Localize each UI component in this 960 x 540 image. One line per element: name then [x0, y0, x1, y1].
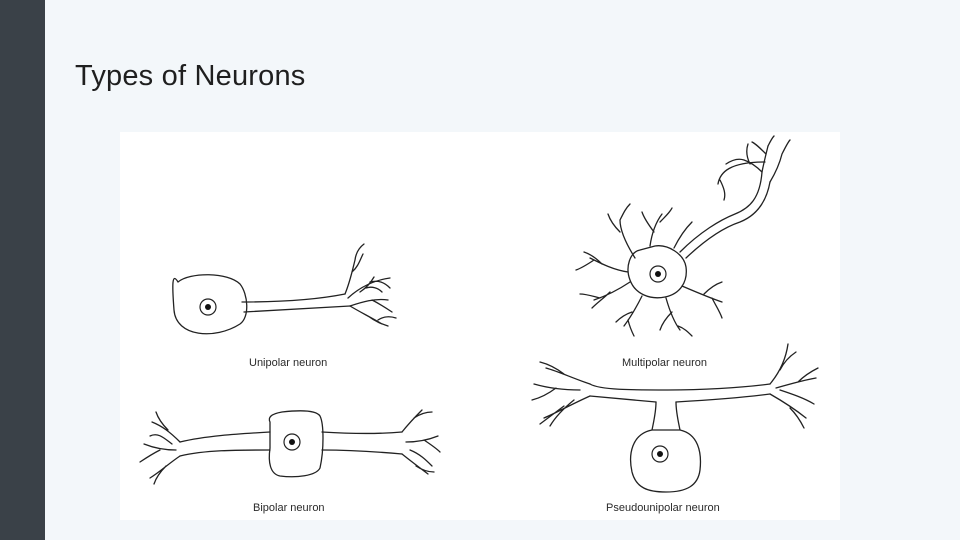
unipolar-neuron-drawing	[172, 243, 397, 335]
neuron-types-figure: Unipolar neuron Multipolar neuron Bipola…	[120, 132, 840, 520]
caption-multipolar: Multipolar neuron	[622, 357, 707, 369]
caption-unipolar: Unipolar neuron	[249, 357, 328, 369]
bipolar-neuron-drawing	[139, 409, 441, 485]
caption-pseudounipolar: Pseudounipolar neuron	[606, 502, 720, 514]
pseudounipolar-neuron-drawing	[531, 343, 819, 493]
caption-bipolar: Bipolar neuron	[253, 502, 325, 514]
multipolar-neuron-drawing	[575, 135, 791, 337]
neuron-diagram	[139, 135, 819, 493]
sidebar-accent-bar	[0, 0, 45, 540]
slide-title: Types of Neurons	[75, 60, 306, 92]
